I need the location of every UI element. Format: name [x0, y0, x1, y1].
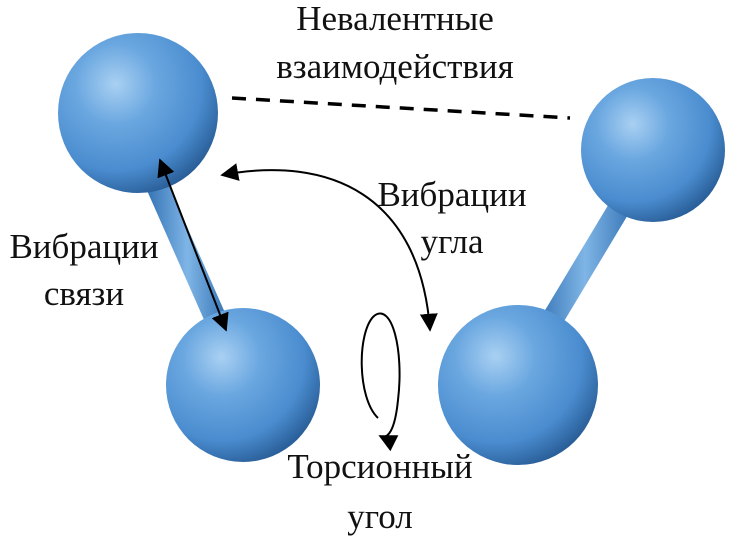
- label-bond-vibration-line1: Вибрации: [9, 227, 158, 266]
- torsion-rotation-arrow: [360, 312, 401, 452]
- bond-vibration-arrow: [157, 158, 229, 332]
- atom-4: [581, 78, 725, 222]
- nonvalent-dashed-line: [231, 96, 571, 120]
- atoms: [58, 33, 725, 465]
- label-nonvalent-line1: Невалентные: [296, 0, 494, 38]
- label-torsion: Торсионный угол: [287, 447, 472, 536]
- label-bond-vibration-line2: связи: [44, 274, 124, 313]
- label-angle-vibration-line1: Вибрации: [377, 175, 526, 214]
- label-nonvalent: Невалентные взаимодействия: [276, 0, 514, 86]
- atom-1: [58, 33, 218, 193]
- angle-vibration-arrow: [220, 163, 438, 332]
- atom-3: [438, 305, 598, 465]
- label-torsion-line1: Торсионный: [287, 447, 472, 486]
- label-bond-vibration: Вибрации связи: [9, 227, 158, 313]
- label-torsion-line2: угол: [347, 497, 413, 536]
- label-angle-vibration-line2: угла: [420, 222, 484, 261]
- atom-2: [166, 308, 320, 462]
- label-angle-vibration: Вибрации угла: [377, 175, 526, 261]
- label-nonvalent-line2: взаимодействия: [276, 47, 514, 86]
